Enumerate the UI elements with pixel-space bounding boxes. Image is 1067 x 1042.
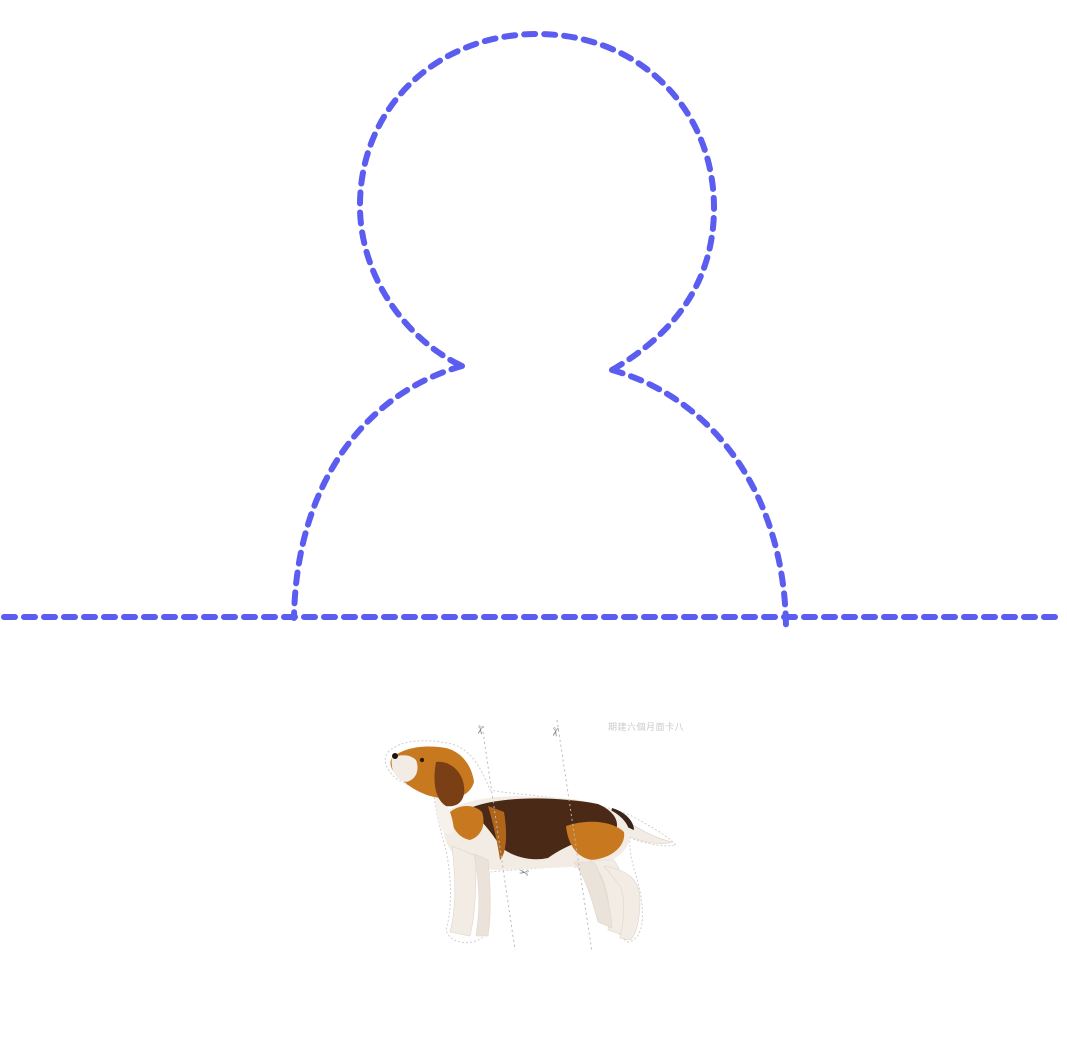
right-body-cut-line [609, 367, 789, 631]
guide-line-left [482, 731, 516, 951]
template-caption: 期建六個月面卡八 [608, 723, 685, 733]
dog-ear [434, 761, 465, 807]
scissors-icon: ✂ [547, 725, 563, 739]
scissors-icon: ✂ [472, 723, 488, 737]
guide-line-right [556, 719, 593, 953]
scissors-icon: ✂ [517, 864, 531, 880]
head-cut-line [356, 30, 718, 373]
dog-cut-outline [384, 740, 677, 944]
dog-tail [621, 817, 674, 844]
left-body-cut-line [291, 363, 465, 621]
beagle-illustration [384, 719, 677, 953]
